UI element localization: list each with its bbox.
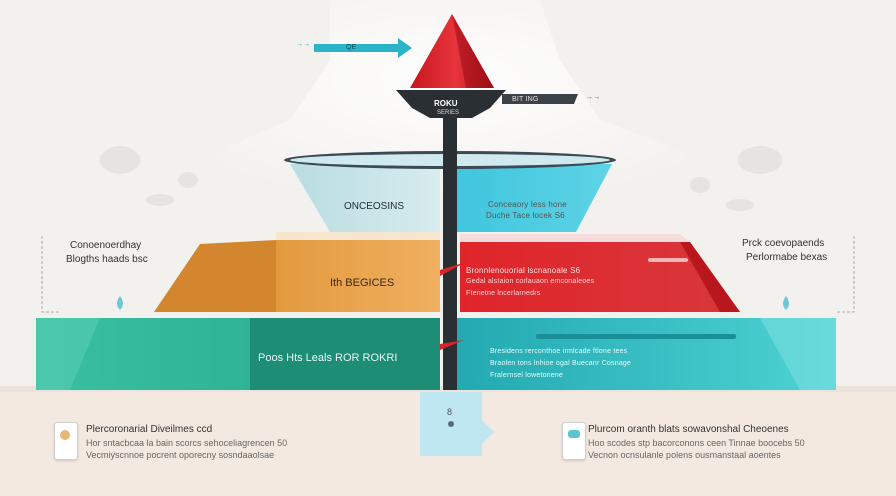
side-left-line2: Blogths haads bsc [66, 254, 148, 265]
shaft-accent-1 [440, 262, 466, 276]
tier3-left-label: Poos Hts Leals ROR ROKRI [258, 352, 398, 364]
tier2-left-label: Ith BEGICES [330, 277, 395, 289]
left-drop-icon [117, 296, 123, 310]
base-left-line2: Hor sntacbcaa la bain scorcs sehoceliagr… [86, 438, 288, 448]
head-body [396, 90, 506, 118]
right-card-icon [562, 422, 586, 460]
center-shaft [443, 110, 457, 390]
left-card-icon [54, 422, 78, 460]
left-bracket [41, 236, 60, 313]
center-tag-mark: 8 [447, 407, 453, 417]
arrow-right [502, 94, 578, 104]
tier2-right-top [460, 234, 690, 242]
bowl-right [456, 164, 612, 232]
base-right-line2: Hoo scodes stp bacorconons ceen Tinnae b… [588, 438, 805, 448]
side-right-line2: Perlormabe bexas [746, 252, 828, 263]
head-label-line2: SERIES [437, 110, 460, 116]
right-drop-icon [783, 296, 789, 310]
side-left-line1: Conoenoerdhay [70, 240, 142, 251]
base-left-title: Plercoronarial Diveilmes ccd [86, 424, 213, 435]
center-tag-dot [448, 421, 454, 427]
left-card-badge-icon [60, 430, 70, 440]
right-card-badge-icon [568, 430, 580, 438]
bowl-left-label: ONCEOSINS [344, 201, 405, 212]
tier3-left-facet [36, 318, 100, 390]
tier2-left-top [276, 232, 440, 240]
tier3-right-line1: Bresidens rerconthoe irmlcade ftlone tee… [490, 348, 628, 355]
head-label-line1: ROKU [434, 99, 458, 108]
tier3-right-line2: Braolen tons lnhioe ogal Buecanr Cosnage [490, 360, 632, 367]
tier2-right-line1: Bronnlenouorial lscnanoale S6 [466, 266, 581, 275]
side-decor [100, 146, 782, 211]
arrow-right-code: BIT ING [512, 96, 539, 103]
bowl-left [290, 164, 440, 232]
right-bracket [836, 236, 855, 313]
bowl-right-line1: Conceaory less hone [488, 200, 567, 209]
arrow-left [314, 38, 412, 58]
tier2-right-line2: Gedal alstaion corlauaon emconaleoes [466, 278, 595, 285]
base-right-title: Plurcom oranth blats sowavonshal Cheoene… [588, 424, 789, 435]
tier3-left-front [250, 318, 440, 390]
tier2-right-facet [680, 242, 740, 312]
arrow-left-tick: →→ [296, 41, 311, 48]
tier3-right-bar [536, 334, 736, 339]
tier2-right-bar [648, 258, 688, 262]
side-right-line1: Prck coevopaends [742, 238, 825, 249]
center-tag [420, 392, 494, 456]
tier2-left-slope [154, 240, 276, 312]
base-left-line3: Vecmiyscnnoe pocrent oporecny sosndaaols… [86, 450, 275, 460]
bowl-right-line2: Duche Tace locek S6 [486, 211, 565, 220]
tier2-right-line3: Ftenetne lncerlarnedrs [466, 290, 541, 297]
base-right-line3: Vecnon ocnsulanle polens ousmanstaal aoe… [588, 450, 781, 460]
tier3-right-facet [760, 318, 836, 390]
arrow-right-tick: →→ [586, 94, 601, 101]
shaft-accent-2 [440, 340, 464, 350]
red-cone-shade [452, 14, 494, 88]
tier2-left-block [276, 240, 440, 312]
arrow-left-code: QE [346, 44, 357, 51]
tier3-right-line3: Fralernsel lowetonene [490, 372, 564, 379]
